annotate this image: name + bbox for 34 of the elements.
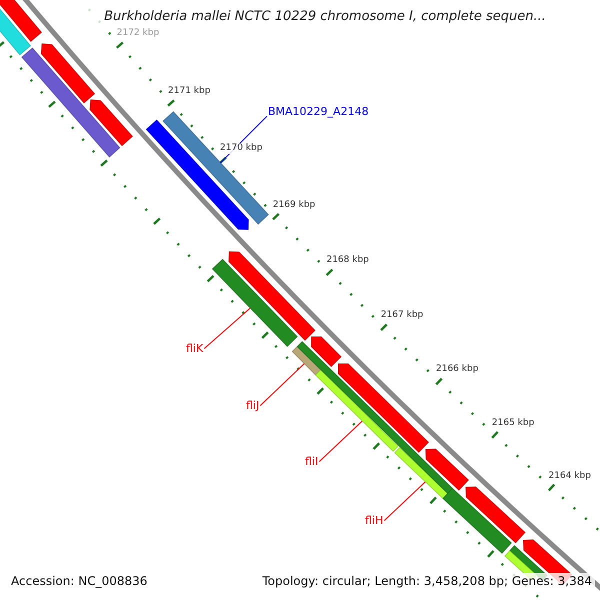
gene-bar: [442, 488, 512, 554]
scale-label: 2167 kbp: [380, 310, 424, 322]
gene-bar: [212, 258, 298, 347]
leader-line: [318, 420, 363, 462]
genome-info-label: Topology: circular; Length: 3,458,208 bp; Genes: 3,384: [259, 573, 595, 590]
leader-line: [260, 363, 305, 406]
gene-label: fliK: [186, 342, 204, 356]
gene-label: fliI: [305, 455, 318, 468]
scale-label: 2172 kbp: [116, 28, 160, 39]
gene-label: BMA10229_A2148: [268, 105, 369, 118]
scale-label: 2171 kbp: [168, 86, 210, 97]
scale-label: 2165 kbp: [492, 418, 534, 429]
scale-label: 2169 kbp: [272, 200, 316, 210]
gene-bar: [426, 448, 469, 491]
scale-label: 2166 kbp: [436, 364, 478, 376]
gene-bar: [292, 346, 322, 376]
gene-bar: [311, 336, 342, 368]
gene-bar: [162, 111, 269, 225]
gene-bar: [338, 364, 429, 453]
gene-bar: [394, 447, 448, 499]
gene-label: fliH: [365, 514, 384, 528]
gene-bar: [315, 370, 399, 452]
gene-label: fliJ: [246, 399, 260, 412]
leader-line: [384, 481, 426, 522]
scale-label: 2170 kbp: [220, 143, 262, 154]
gene-bar: [21, 48, 120, 158]
scale-label: 2164 kbp: [548, 470, 591, 482]
scale-label: 2168 kbp: [326, 255, 369, 266]
gene-bar: [40, 43, 96, 104]
gene-bar: [228, 251, 316, 341]
gene-bar: [466, 486, 526, 544]
leader-line: [204, 308, 251, 350]
gene-bar: [0, 0, 42, 42]
gene-bar: [90, 99, 133, 146]
